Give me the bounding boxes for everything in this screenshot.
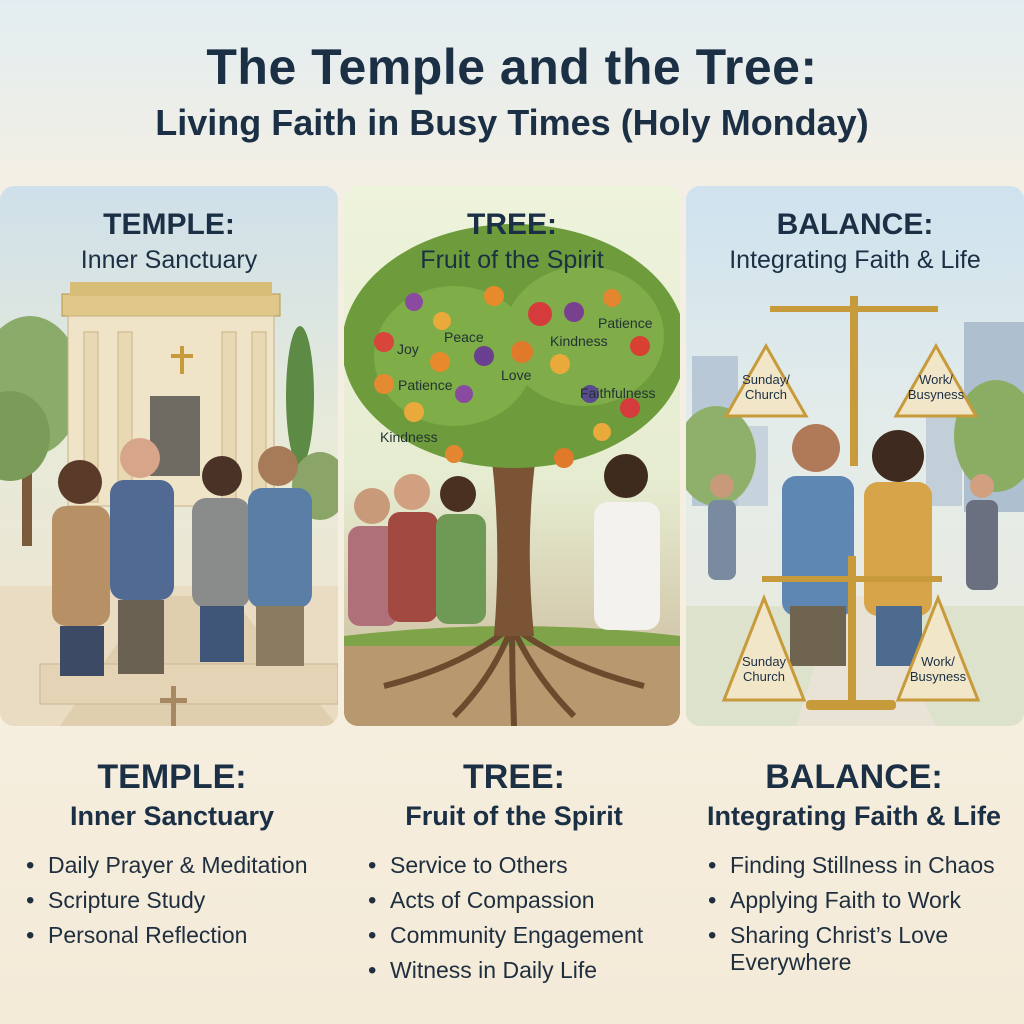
title-line-1: The Temple and the Tree: — [206, 39, 818, 95]
temple-column-subtitle: Inner Sanctuary — [69, 801, 275, 831]
fruit-word: Patience — [398, 377, 453, 393]
scale-top-left-label: Sunday/Church — [742, 372, 790, 402]
tree-column-title: TREE: — [463, 758, 565, 796]
temple-panel-subtitle: Inner Sanctuary — [80, 246, 258, 274]
tree-panel: Joy Peace Love Kindness Patience Faithfu… — [344, 186, 680, 726]
temple-column: TEMPLE: Inner Sanctuary Daily Prayer & M… — [2, 758, 342, 957]
fruit-word: Kindness — [550, 333, 608, 349]
fruit-word: Faithfulness — [580, 385, 655, 401]
list-item: Personal Reflection — [26, 922, 342, 949]
balance-list: Finding Stillness in Chaos Applying Fait… — [684, 852, 1024, 976]
list-item: Community Engagement — [368, 922, 684, 949]
scale-bottom-right-label: Work/Busyness — [910, 654, 967, 684]
balance-column-title: BALANCE: — [765, 758, 943, 796]
temple-panel-title: TEMPLE: — [103, 208, 235, 241]
tree-panel-subtitle: Fruit of the Spirit — [420, 246, 604, 274]
fruit-word: Joy — [397, 341, 419, 357]
list-item: Sharing Christ’s Love Everywhere — [708, 922, 1024, 976]
list-item: Witness in Daily Life — [368, 957, 684, 984]
tree-panel-title: TREE: — [467, 208, 557, 241]
temple-column-title: TEMPLE: — [97, 758, 247, 796]
tree-column-subtitle: Fruit of the Spirit — [405, 801, 623, 831]
fruits — [374, 286, 650, 468]
temple-panel: TEMPLE: Inner Sanctuary — [0, 186, 338, 726]
fruit-word: Patience — [598, 315, 653, 331]
balance-column: BALANCE: Integrating Faith & Life Findin… — [684, 758, 1024, 984]
page-title: The Temple and the Tree: Living Faith in… — [0, 38, 1024, 144]
title-line-2: Living Faith in Busy Times (Holy Monday) — [155, 102, 869, 143]
worshippers — [52, 438, 312, 676]
temple-illustration — [0, 282, 338, 726]
temple-panel-heading: TEMPLE: Inner Sanctuary — [0, 208, 338, 275]
tree-list: Service to Others Acts of Compassion Com… — [344, 852, 684, 984]
tree-panel-heading: TREE: Fruit of the Spirit — [344, 208, 680, 275]
balance-panel-title: BALANCE: — [776, 208, 934, 241]
tree-column: TREE: Fruit of the Spirit Service to Oth… — [344, 758, 684, 992]
balance-panel-subtitle: Integrating Faith & Life — [729, 246, 981, 274]
list-item: Scripture Study — [26, 887, 342, 914]
scale-top-right-label: Work/Busyness — [908, 372, 965, 402]
fruit-word: Kindness — [380, 429, 438, 445]
list-item: Applying Faith to Work — [708, 887, 1024, 914]
community-people — [348, 454, 660, 630]
temple-list: Daily Prayer & Meditation Scripture Stud… — [2, 852, 342, 949]
list-item: Daily Prayer & Meditation — [26, 852, 342, 879]
balance-column-subtitle: Integrating Faith & Life — [707, 801, 1001, 831]
fruit-word: Peace — [444, 329, 484, 345]
list-item: Finding Stillness in Chaos — [708, 852, 1024, 879]
fruit-word: Love — [501, 367, 532, 383]
list-item: Service to Others — [368, 852, 684, 879]
list-item: Acts of Compassion — [368, 887, 684, 914]
tree-illustration: Joy Peace Love Kindness Patience Faithfu… — [344, 224, 680, 726]
balance-panel-heading: BALANCE: Integrating Faith & Life — [686, 208, 1024, 275]
